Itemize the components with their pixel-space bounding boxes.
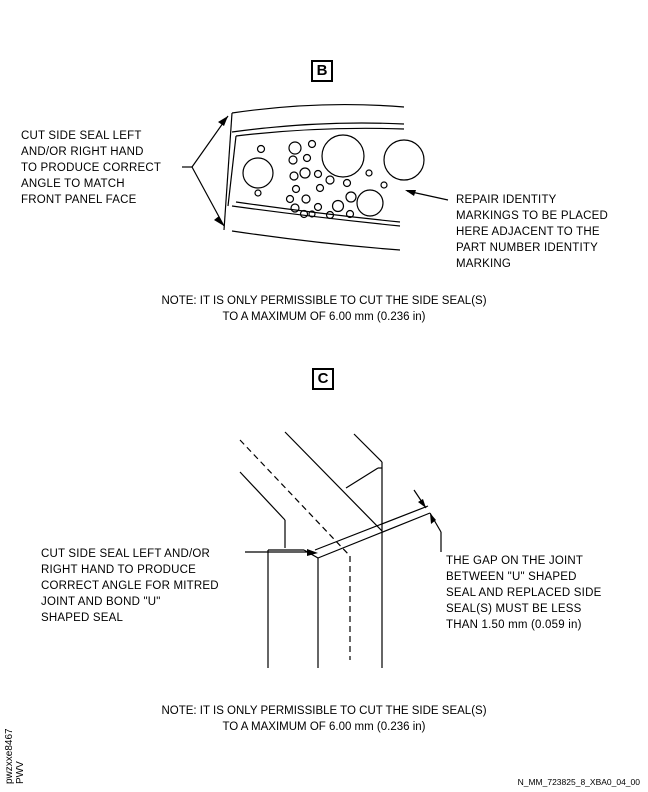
side-code: pwzxxe8467 PWV — [4, 728, 26, 784]
view-c-seal-parts — [239, 431, 431, 668]
figure-reference: N_MM_723825_8_XBA0_04_00 — [517, 777, 640, 787]
view-b-note: NOTE: IT IS ONLY PERMISSIBLE TO CUT THE … — [161, 295, 487, 323]
view-b-callout: B — [311, 60, 333, 82]
view-b-identity-note: REPAIR IDENTITY MARKINGS TO BE PLACED HE… — [456, 194, 609, 270]
view-b-cut-note: CUT SIDE SEAL LEFT AND/OR RIGHT HAND TO … — [21, 130, 162, 206]
view-c-cut-note: CUT SIDE SEAL LEFT AND/OR RIGHT HAND TO … — [41, 548, 219, 624]
view-c-gap-note: THE GAP ON THE JOINT BETWEEN "U" SHAPED … — [446, 555, 602, 631]
view-c-note: NOTE: IT IS ONLY PERMISSIBLE TO CUT THE … — [161, 705, 487, 733]
view-c-callout: C — [312, 368, 334, 390]
view-b-holes — [242, 134, 425, 220]
view-b-panel — [223, 103, 405, 251]
